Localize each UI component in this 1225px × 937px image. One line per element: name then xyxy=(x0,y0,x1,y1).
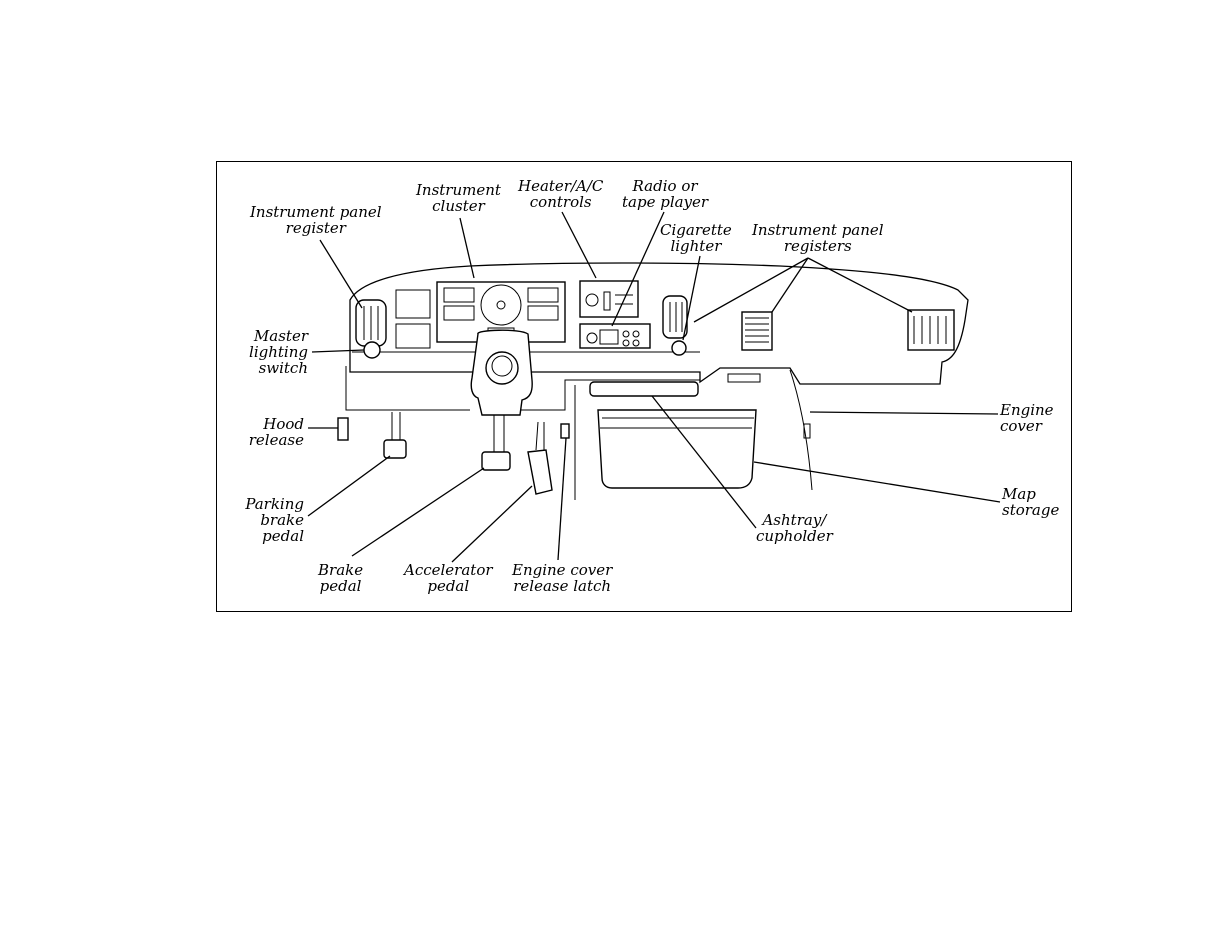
label-line: registers xyxy=(752,238,884,254)
label-instrument-panel-register: Instrument panel register xyxy=(250,204,382,236)
center-register-vent xyxy=(663,296,687,338)
label-line: Engine cover xyxy=(512,562,612,578)
label-parking-brake-pedal: Parking brake pedal xyxy=(232,496,304,544)
label-line: Map xyxy=(1002,486,1059,502)
label-line: lighting xyxy=(242,344,308,360)
label-line: storage xyxy=(1002,502,1059,518)
engine-cover-latch-handle xyxy=(561,424,569,438)
right-register-2 xyxy=(908,310,954,350)
label-radio-tape-player: Radio or tape player xyxy=(622,178,708,210)
cigarette-lighter xyxy=(672,341,686,355)
label-line: Instrument xyxy=(416,182,501,198)
label-line: Master xyxy=(242,328,308,344)
label-line: cover xyxy=(1000,418,1054,434)
label-line: pedal xyxy=(404,578,493,594)
label-line: Parking xyxy=(232,496,304,512)
heater-ac-panel xyxy=(580,281,638,317)
ashtray-cupholder xyxy=(590,382,698,396)
map-storage-bin xyxy=(598,410,756,488)
label-map-storage: Map storage xyxy=(1002,486,1059,518)
label-heater-ac-controls: Heater/A/C controls xyxy=(518,178,603,210)
label-instrument-panel-registers: Instrument panel registers xyxy=(752,222,884,254)
label-line: tape player xyxy=(622,194,708,210)
label-line: Cigarette xyxy=(660,222,732,238)
label-line: Instrument panel xyxy=(250,204,382,220)
label-line: controls xyxy=(518,194,603,210)
label-line: switch xyxy=(242,360,308,376)
label-line: Heater/A/C xyxy=(518,178,603,194)
label-brake-pedal: Brake pedal xyxy=(318,562,363,594)
hood-release-handle xyxy=(338,418,348,440)
label-line: cupholder xyxy=(756,528,833,544)
label-instrument-cluster: Instrument cluster xyxy=(416,182,501,214)
label-line: Engine xyxy=(1000,402,1054,418)
label-line: Hood xyxy=(242,416,304,432)
brake-pedal-arm xyxy=(494,415,504,452)
label-line: cluster xyxy=(416,198,501,214)
label-line: brake xyxy=(232,512,304,528)
steering-column-hub xyxy=(486,352,518,384)
label-accelerator-pedal: Accelerator pedal xyxy=(404,562,493,594)
label-line: Brake xyxy=(318,562,363,578)
label-line: release latch xyxy=(512,578,612,594)
label-master-lighting-switch: Master lighting switch xyxy=(242,328,308,376)
panel-box-upper xyxy=(396,290,430,318)
label-cigarette-lighter: Cigarette lighter xyxy=(660,222,732,254)
label-line: Instrument panel xyxy=(752,222,884,238)
dash-slot xyxy=(728,374,760,382)
label-line: lighter xyxy=(660,238,732,254)
label-line: pedal xyxy=(232,528,304,544)
label-engine-cover: Engine cover xyxy=(1000,402,1054,434)
accelerator-pad xyxy=(528,450,552,494)
parking-brake-pad xyxy=(384,440,406,458)
parking-brake-arm xyxy=(392,412,400,440)
panel-box-lower xyxy=(396,324,430,348)
label-line: pedal xyxy=(318,578,363,594)
label-line: Radio or xyxy=(622,178,708,194)
master-lighting-switch-knob xyxy=(364,342,380,358)
label-line: release xyxy=(242,432,304,448)
label-engine-cover-release-latch: Engine cover release latch xyxy=(512,562,612,594)
accelerator-arm xyxy=(536,422,544,450)
label-hood-release: Hood release xyxy=(242,416,304,448)
brake-pedal-pad xyxy=(482,452,510,470)
engine-cover-edge xyxy=(790,370,812,490)
label-line: Accelerator xyxy=(404,562,493,578)
label-line: register xyxy=(250,220,382,236)
label-ashtray-cupholder: Ashtray/ cupholder xyxy=(756,512,833,544)
label-line: Ashtray/ xyxy=(756,512,833,528)
